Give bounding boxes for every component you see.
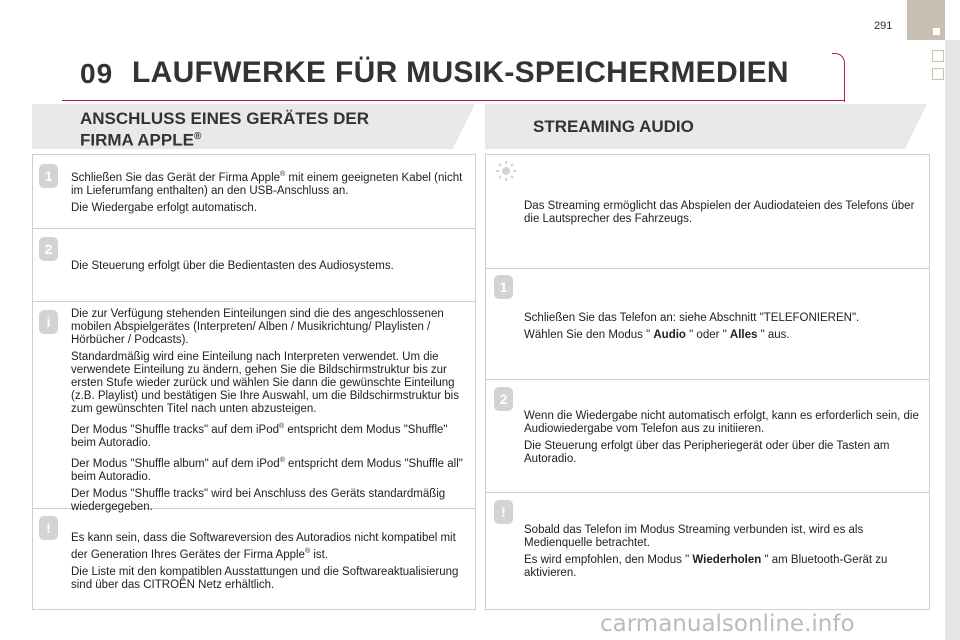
side-strip (945, 40, 960, 640)
side-box-icon (932, 68, 944, 80)
corner-tab (907, 0, 945, 40)
left-section-header (32, 104, 475, 149)
right-block-1-text: Das Streaming ermöglicht das Abspielen d… (524, 200, 915, 225)
title-hook (832, 53, 845, 102)
chapter-title: LAUFWERKE FÜR MUSIK-SPEICHERMEDIEN (132, 56, 789, 89)
warning-icon: ! (39, 516, 58, 540)
row-divider (486, 492, 929, 493)
left-block-2-text: Die Steuerung erfolgt über die Bedientas… (71, 260, 394, 272)
row-divider (33, 508, 475, 509)
info-icon: i (39, 310, 58, 334)
row-divider (33, 228, 475, 229)
right-panel: Das Streaming ermöglicht das Abspielen d… (485, 154, 930, 610)
right-block-4-text: Sobald das Telefon im Modus Streaming ve… (524, 524, 888, 579)
row-divider (486, 268, 929, 269)
page-number: 291 (874, 20, 893, 32)
right-section-header (485, 104, 927, 149)
left-block-1-text: Schließen Sie das Gerät der Firma Apple®… (71, 171, 463, 214)
left-panel: 1 Schließen Sie das Gerät der Firma Appl… (32, 154, 476, 610)
warning-icon: ! (494, 500, 513, 524)
left-section-title: ANSCHLUSS EINES GERÄTES DER FIRMA APPLE® (80, 109, 370, 150)
row-divider (486, 379, 929, 380)
title-underline (62, 100, 844, 101)
left-block-4-text: Es kann sein, dass die Softwareversion d… (71, 532, 459, 591)
corner-square-icon (933, 28, 940, 35)
row-divider (33, 301, 475, 302)
step-1-icon: 1 (494, 275, 513, 299)
side-box-icon (932, 50, 944, 62)
sun-icon (496, 161, 516, 181)
chapter-number: 09 (80, 58, 114, 89)
right-block-2-text: Schließen Sie das Telefon an: siehe Absc… (524, 312, 860, 341)
step-1-icon: 1 (39, 164, 58, 188)
right-section-title: STREAMING AUDIO (533, 117, 694, 136)
left-block-3-text: Die zur Verfügung stehenden Einteilungen… (71, 308, 463, 513)
right-block-3-text: Wenn die Wiedergabe nicht automatisch er… (524, 410, 919, 465)
step-2-icon: 2 (494, 387, 513, 411)
watermark: carmanualsonline.info (600, 611, 855, 637)
step-2-icon: 2 (39, 237, 58, 261)
